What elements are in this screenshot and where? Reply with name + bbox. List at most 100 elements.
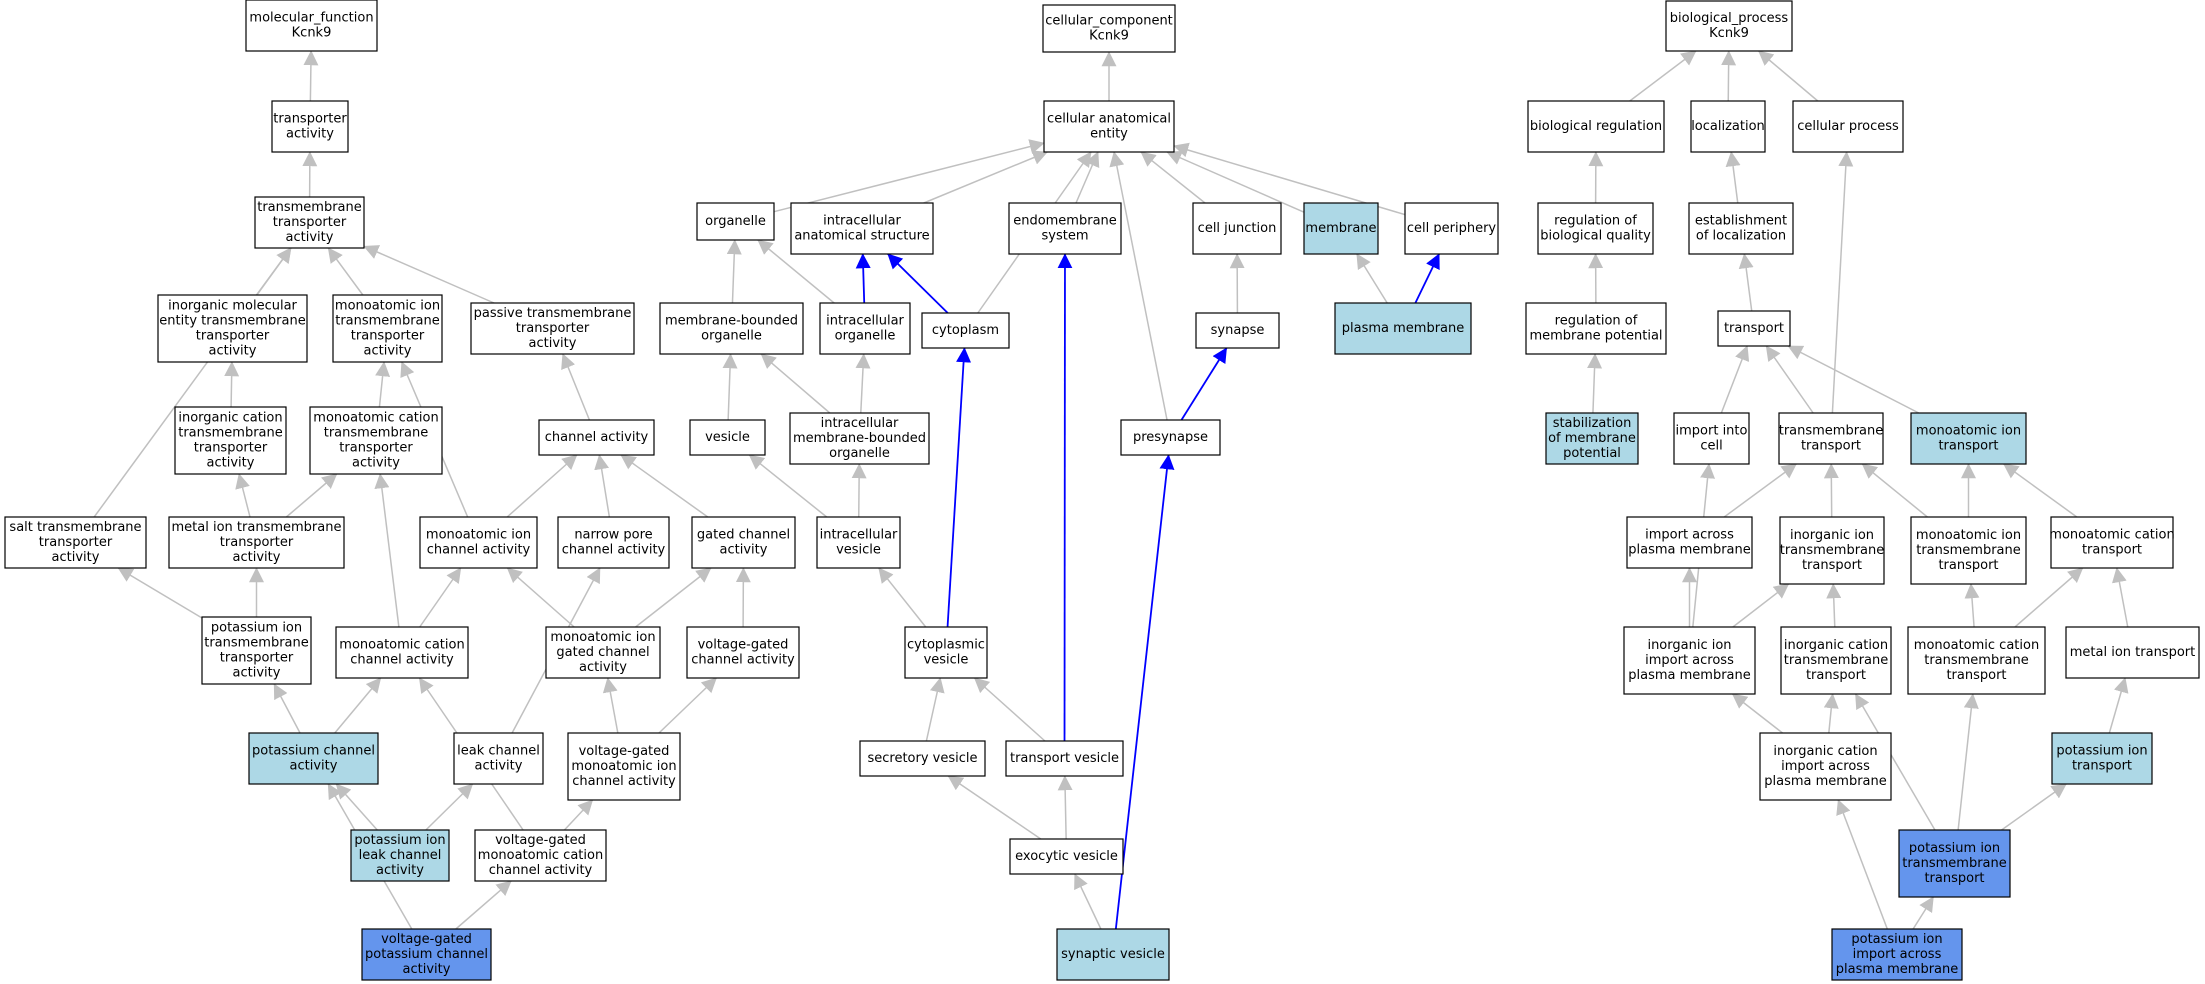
node-mit[interactable]: metal ion transport	[2065, 626, 2200, 679]
node-loc[interactable]: localization	[1690, 100, 1766, 153]
node-pm[interactable]: plasma membrane	[1334, 302, 1472, 355]
node-org[interactable]: organelle	[696, 202, 775, 241]
node-icta[interactable]: inorganic cationtransmembranetransporter…	[174, 406, 287, 475]
node-box	[245, 0, 378, 52]
node-label: plasma membrane	[1628, 543, 1751, 558]
edge-pitt-to-pit	[2001, 783, 2067, 831]
node-box	[248, 732, 379, 785]
node-label: transport	[1806, 668, 1866, 683]
node-chan[interactable]: channel activity	[538, 419, 655, 456]
node-box	[659, 302, 804, 355]
node-label: import into	[1676, 424, 1748, 439]
node-label: transport	[1938, 558, 1998, 573]
node-ves[interactable]: vesicle	[689, 419, 766, 456]
node-mem[interactable]: membrane	[1303, 202, 1379, 255]
node-metal[interactable]: metal ion transmembranetransporteractivi…	[168, 516, 345, 569]
edge-presyn-to-cae	[1109, 151, 1168, 421]
node-box	[1009, 838, 1124, 875]
node-label: transmembrane	[1779, 424, 1884, 439]
node-label: voltage-gated	[495, 833, 586, 848]
edge-chan-to-ptta	[561, 353, 591, 421]
node-tr[interactable]: transport	[1717, 310, 1791, 347]
node-label: of membrane	[1548, 431, 1636, 446]
edge-iv-to-ves	[748, 454, 828, 518]
node-box	[474, 829, 607, 882]
edge-mcca-to-mocta	[374, 473, 400, 628]
node-box	[1690, 100, 1766, 153]
node-cyto[interactable]: cytoplasm	[921, 312, 1010, 349]
edge-mctt-to-mct	[2014, 567, 2084, 628]
node-sv[interactable]: secretory vesicle	[859, 740, 986, 777]
node-br[interactable]: biological regulation	[1527, 100, 1665, 153]
edge-mem-to-cae	[1166, 150, 1305, 213]
node-box	[557, 516, 670, 569]
node-presyn[interactable]: presynapse	[1120, 419, 1221, 456]
node-syn[interactable]: synapse	[1195, 312, 1280, 349]
node-moitta[interactable]: monoatomic iontransmembranetransporterac…	[332, 294, 443, 363]
node-label: inorganic ion	[1790, 528, 1874, 543]
node-label: transporter	[196, 329, 270, 344]
node-pitta[interactable]: potassium iontransmembranetransporteract…	[201, 616, 312, 685]
edge-pilca-to-pca	[335, 783, 378, 831]
node-cpr[interactable]: cellular process	[1792, 100, 1904, 153]
node-ev[interactable]: exocytic vesicle	[1009, 838, 1124, 875]
node-cp[interactable]: cell periphery	[1404, 202, 1499, 255]
node-cj[interactable]: cell junction	[1192, 202, 1282, 255]
node-mocta[interactable]: monoatomic cationtransmembranetransporte…	[309, 406, 443, 475]
node-synv[interactable]: synaptic vesicle	[1056, 928, 1170, 981]
node-label: entity	[1090, 127, 1128, 142]
node-label: activity	[209, 344, 257, 359]
node-box	[174, 406, 287, 475]
node-tv[interactable]: transport vesicle	[1005, 740, 1124, 777]
node-box	[1043, 100, 1175, 153]
node-box	[332, 294, 443, 363]
